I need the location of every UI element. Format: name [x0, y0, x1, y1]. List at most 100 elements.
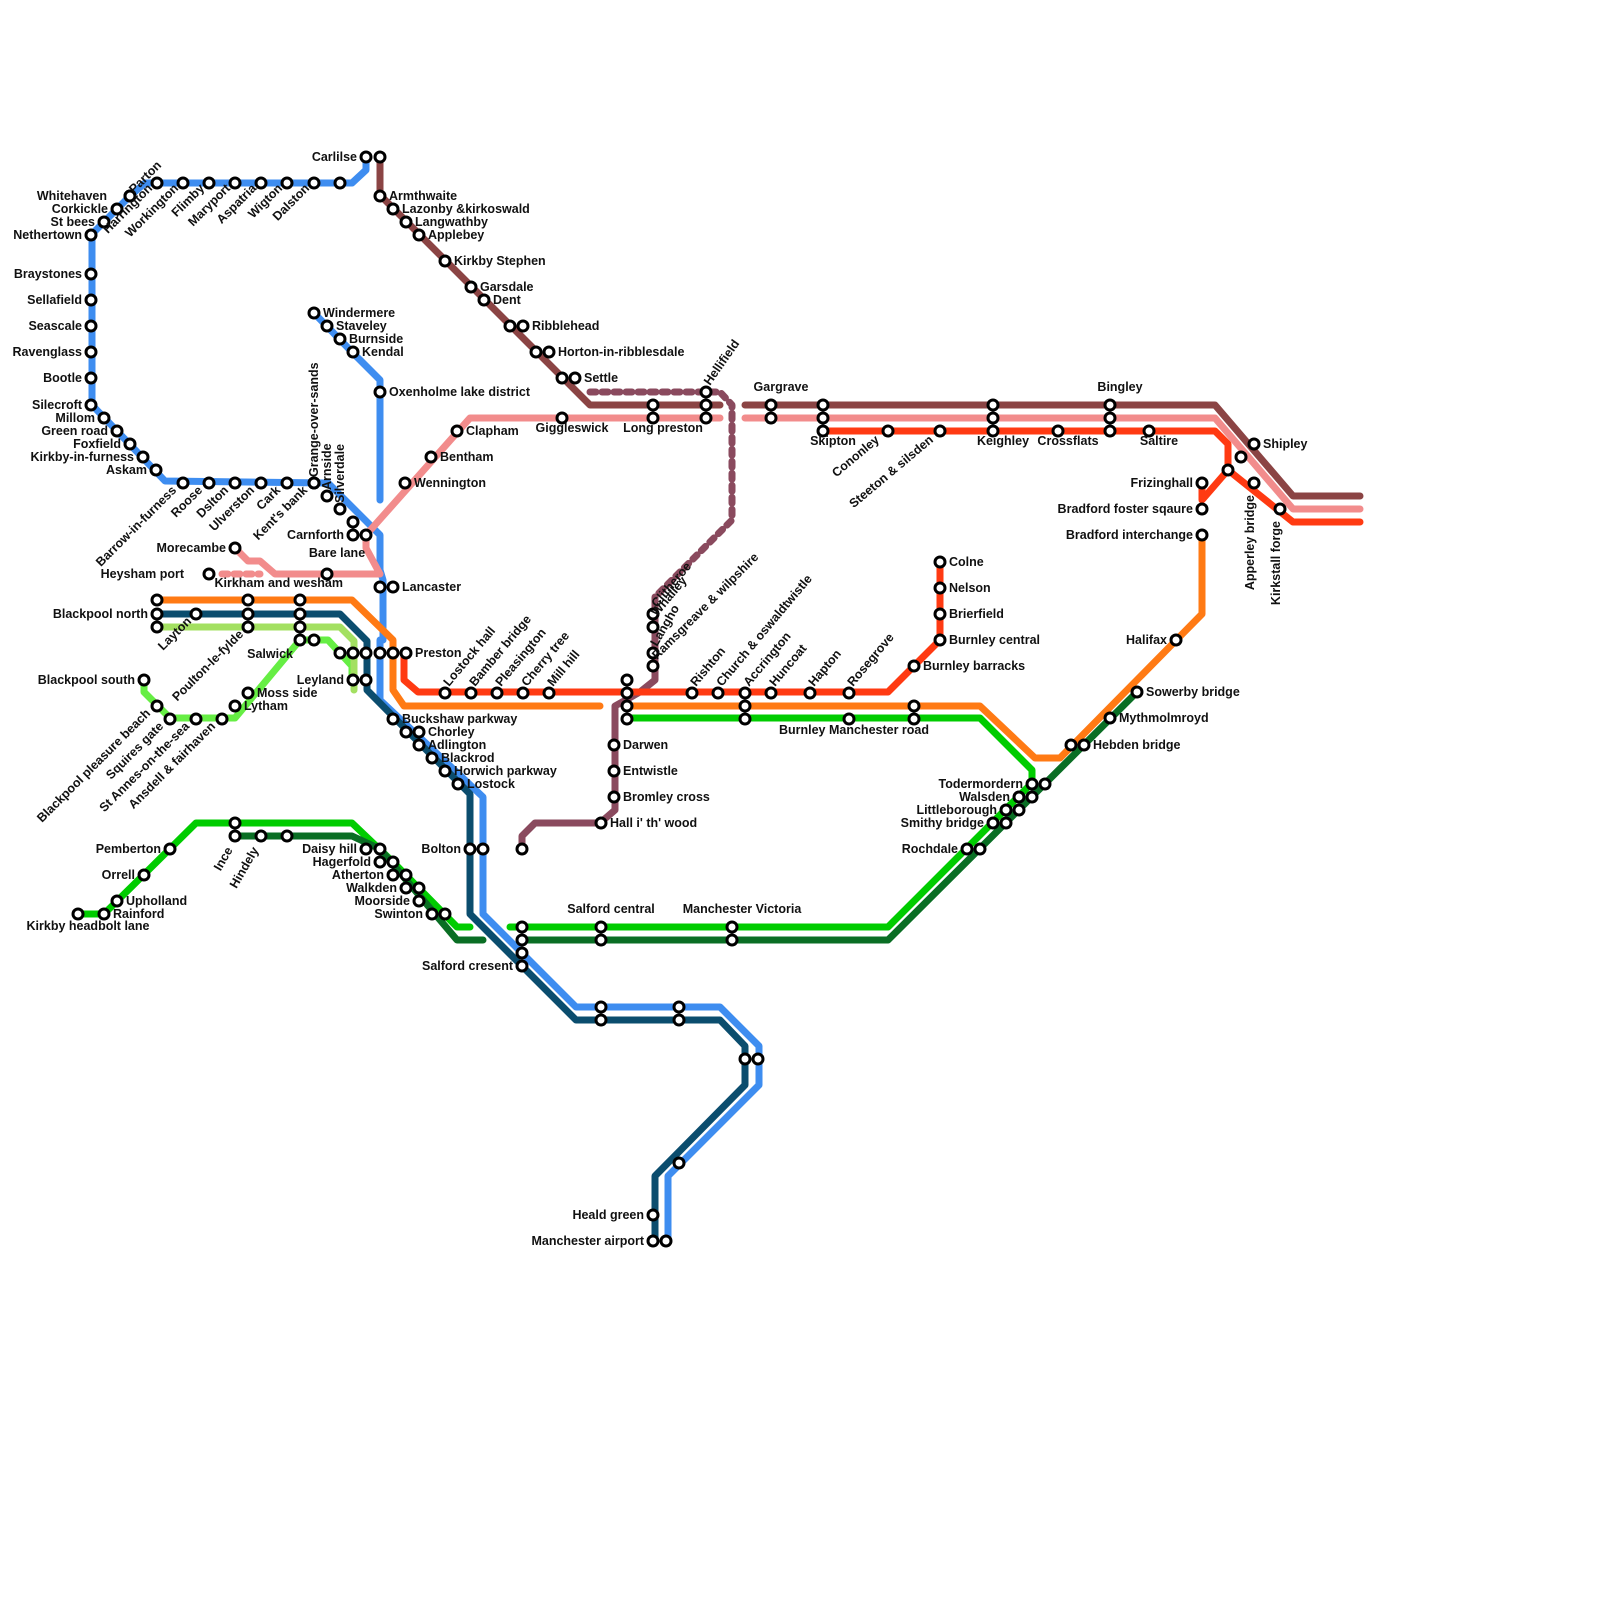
station-swinton-marker[interactable]: [440, 909, 450, 919]
station-blackrod-marker[interactable]: [427, 753, 437, 763]
station-shipley-marker[interactable]: [1223, 465, 1233, 475]
station-keighley-marker[interactable]: [988, 413, 998, 423]
station-carnforth-marker[interactable]: [361, 530, 371, 540]
station-cononley-marker[interactable]: [883, 426, 893, 436]
station-askam-marker[interactable]: [151, 465, 161, 475]
station-salford-central-marker[interactable]: [596, 922, 606, 932]
station-hagerfold-marker[interactable]: [388, 857, 398, 867]
station-moss-side-marker[interactable]: [243, 688, 253, 698]
station-entwistle-marker[interactable]: [609, 766, 619, 776]
station-salford-crescent-marker[interactable]: [517, 922, 527, 932]
station-colne-marker[interactable]: [935, 557, 945, 567]
station-green-road-marker[interactable]: [112, 426, 122, 436]
station-swinton-marker[interactable]: [427, 909, 437, 919]
station-bootle-marker[interactable]: [86, 373, 96, 383]
station-buckshaw-marker[interactable]: [388, 714, 398, 724]
station-church-marker[interactable]: [713, 688, 723, 698]
station-smithy-marker[interactable]: [988, 818, 998, 828]
station-squires-gate-marker[interactable]: [165, 714, 175, 724]
station-orrell-marker[interactable]: [139, 870, 149, 880]
station-apperley-marker[interactable]: [1249, 478, 1259, 488]
station-bradford-fs-marker[interactable]: [1197, 504, 1207, 514]
station-gargrave-marker[interactable]: [766, 413, 776, 423]
station-lostock-hall-marker[interactable]: [440, 688, 450, 698]
station-salford-crescent-marker[interactable]: [740, 1054, 750, 1064]
station-atherton-marker[interactable]: [388, 870, 398, 880]
station-ramsgreave-marker[interactable]: [622, 675, 632, 685]
station-appleby-marker[interactable]: [414, 230, 424, 240]
station-salford-central-marker[interactable]: [596, 935, 606, 945]
station-pleasington-marker[interactable]: [492, 688, 502, 698]
station-manchester-airport-marker[interactable]: [661, 1236, 671, 1246]
station-ramsgreave-marker[interactable]: [622, 701, 632, 711]
station-bentham-marker[interactable]: [426, 452, 436, 462]
station-hapton-marker[interactable]: [805, 688, 815, 698]
station-bradford-int-marker[interactable]: [1197, 530, 1207, 540]
station-leyland-marker[interactable]: [361, 675, 371, 685]
station-kirkstall-marker[interactable]: [1275, 504, 1285, 514]
station-salford-crescent-marker[interactable]: [596, 1002, 606, 1012]
station-preston-marker[interactable]: [348, 648, 358, 658]
station-silverdale-marker[interactable]: [348, 517, 358, 527]
station-cark-marker[interactable]: [282, 478, 292, 488]
station-blackpool-north-marker[interactable]: [152, 609, 162, 619]
station-clapham-marker[interactable]: [452, 426, 462, 436]
station-workington-marker[interactable]: [178, 178, 188, 188]
station-nelson-marker[interactable]: [935, 583, 945, 593]
station-accrington-marker[interactable]: [740, 688, 750, 698]
station-todmorden-marker[interactable]: [1027, 779, 1037, 789]
station-ansdell-marker[interactable]: [217, 714, 227, 724]
station-kirkham-marker[interactable]: [295, 595, 305, 605]
station-manchester-victoria-marker[interactable]: [727, 935, 737, 945]
station-hindley-marker[interactable]: [256, 831, 266, 841]
station-salford-crescent-marker[interactable]: [517, 935, 527, 945]
station-shipley-marker[interactable]: [1249, 439, 1259, 449]
station-skipton-marker[interactable]: [818, 400, 828, 410]
station-maryport-marker[interactable]: [230, 178, 240, 188]
station-hall-i-th-wood-marker[interactable]: [596, 818, 606, 828]
station-heysham-marker[interactable]: [204, 569, 214, 579]
station-huncoat-marker[interactable]: [766, 688, 776, 698]
station-ince-marker[interactable]: [230, 818, 240, 828]
station-walkden-marker[interactable]: [401, 883, 411, 893]
station-settle-marker[interactable]: [570, 373, 580, 383]
station-sellafield-marker[interactable]: [86, 295, 96, 305]
station-manchester-victoria-marker[interactable]: [727, 922, 737, 932]
station-ramsgreave-marker[interactable]: [648, 661, 658, 671]
station-burnley-central-marker[interactable]: [935, 635, 945, 645]
station-adlington-marker[interactable]: [414, 740, 424, 750]
station-dalston-marker[interactable]: [309, 178, 319, 188]
station-heald-green-marker[interactable]: [648, 1210, 658, 1220]
station-ramsgreave-marker[interactable]: [622, 714, 632, 724]
station-nethertown-marker[interactable]: [86, 230, 96, 240]
station-lazonby-marker[interactable]: [388, 204, 398, 214]
station-kirkby-marker[interactable]: [73, 909, 83, 919]
station-walsden-marker[interactable]: [1014, 792, 1024, 802]
station-kirkham-marker[interactable]: [295, 609, 305, 619]
station-steeton-marker[interactable]: [935, 426, 945, 436]
station-st-annes-marker[interactable]: [191, 714, 201, 724]
station-todmorden-marker[interactable]: [1040, 779, 1050, 789]
station-braystones-marker[interactable]: [86, 269, 96, 279]
station-carlisle-marker[interactable]: [375, 152, 385, 162]
station-moorside-marker[interactable]: [414, 896, 424, 906]
station-preston-marker[interactable]: [361, 648, 371, 658]
station-salford-crescent-marker[interactable]: [674, 1002, 684, 1012]
station-gargrave-marker[interactable]: [766, 400, 776, 410]
station-grange-marker[interactable]: [309, 478, 319, 488]
station-accrington-marker[interactable]: [740, 714, 750, 724]
station-littleborough-marker[interactable]: [1014, 805, 1024, 815]
station-preston-marker[interactable]: [401, 648, 411, 658]
station-pemberton-marker[interactable]: [165, 844, 175, 854]
station-atherton-marker[interactable]: [401, 870, 411, 880]
station-walsden-marker[interactable]: [1027, 792, 1037, 802]
station-carlisle-marker[interactable]: [361, 152, 371, 162]
station-morecambe-marker[interactable]: [230, 543, 240, 553]
station-armthwaite-marker[interactable]: [375, 191, 385, 201]
station-barrow-marker[interactable]: [178, 478, 188, 488]
station-accrington-marker[interactable]: [740, 701, 750, 711]
station-harrington-marker[interactable]: [152, 178, 162, 188]
station-burnley-barracks-marker[interactable]: [909, 661, 919, 671]
station-ramsgreave-marker[interactable]: [622, 688, 632, 698]
station-poulton-marker[interactable]: [243, 622, 253, 632]
